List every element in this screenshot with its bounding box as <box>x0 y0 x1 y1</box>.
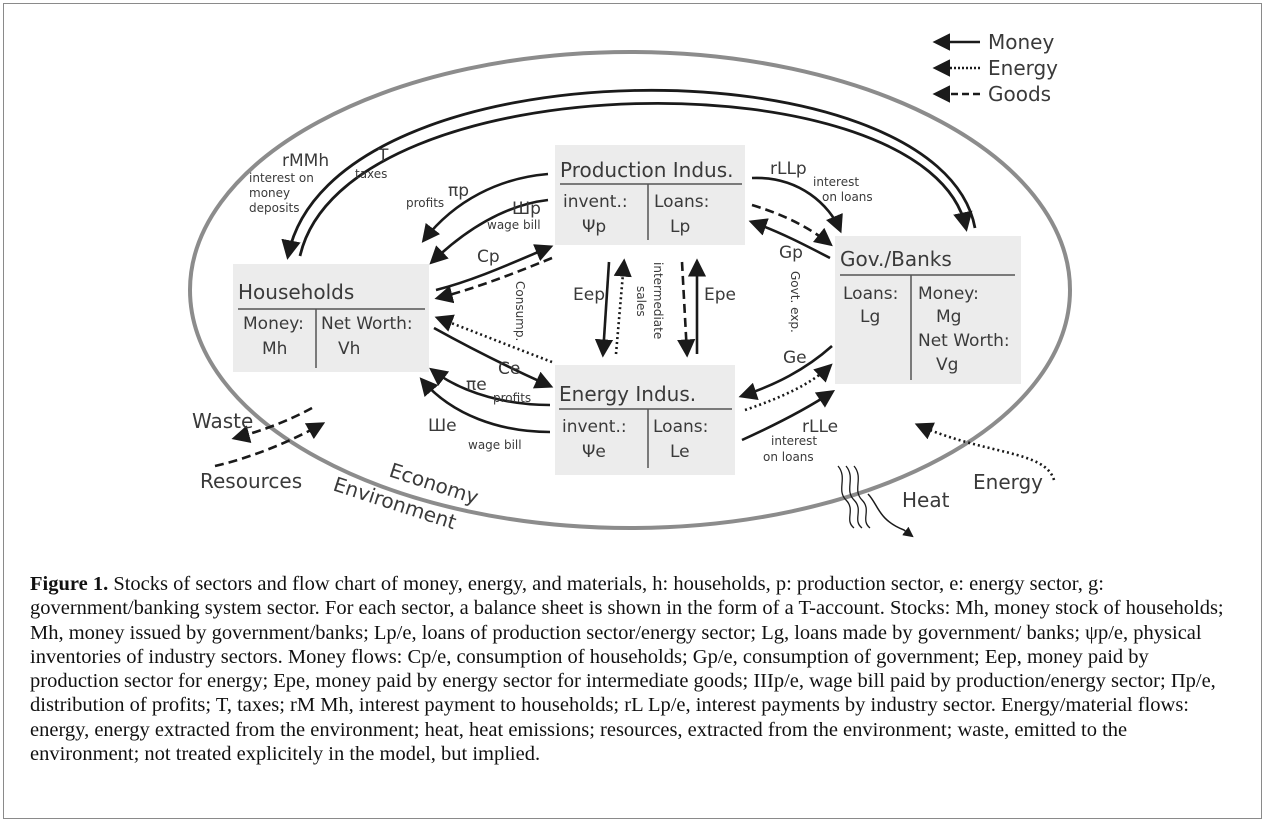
gov-title: Gov./Banks <box>840 247 952 271</box>
caption-text: Stocks of sectors and flow chart of mone… <box>30 573 1224 766</box>
arrow-energy-to-gov <box>744 363 833 412</box>
households-money-header: Money: <box>243 314 304 334</box>
energy-inventory-value: Ψe <box>582 442 606 462</box>
arrow-profits-p <box>421 172 549 243</box>
flow-govt-exp: Govt. exp. <box>788 271 802 333</box>
arrow-G-p <box>748 218 831 260</box>
flow-E-ep: Eep <box>573 285 605 305</box>
flow-intermediate-line1: intermediate <box>651 262 665 339</box>
gov-loans-value: Lg <box>860 307 880 327</box>
flow-interest-deposits-line3: deposits <box>249 201 300 215</box>
arrow-resources <box>214 422 326 468</box>
figure-caption: Figure 1. Stocks of sectors and flow cha… <box>30 572 1235 766</box>
energy-inventory-header: invent.: <box>562 417 627 437</box>
arrow-E-ep <box>594 261 614 358</box>
energy-sector-box: Energy Indus. invent.: Ψe Loans: Le <box>555 365 735 475</box>
flow-E-pe: Epe <box>704 285 736 305</box>
env-waste: Waste <box>192 409 253 433</box>
arrow-taxes <box>298 101 973 257</box>
flow-consump: Consump. <box>513 281 527 341</box>
flow-interest-deposits-line1: interest on <box>249 171 314 185</box>
production-loans-value: Lp <box>670 217 690 237</box>
flow-C-e: Ce <box>498 359 520 379</box>
energy-title: Energy Indus. <box>559 382 696 406</box>
flow-rLLe: rLLe <box>802 417 838 437</box>
arrow-wage-bill-p <box>429 198 549 265</box>
gov-networth-header: Net Worth: <box>918 331 1010 351</box>
production-inventory-value: Ψp <box>582 217 606 237</box>
flow-taxes: taxes <box>355 167 387 181</box>
gov-money-header: Money: <box>918 284 979 304</box>
flow-rLLp: rLLp <box>770 159 807 179</box>
flow-profits-e: profits <box>493 391 531 405</box>
legend: Money Energy Goods <box>932 30 1058 106</box>
arrow-interest-deposits <box>281 89 977 260</box>
env-heat: Heat <box>902 488 950 512</box>
env-energy: Energy <box>973 470 1043 494</box>
arrow-consumption-e <box>433 326 554 389</box>
flow-T: T <box>377 146 389 166</box>
legend-goods-label: Goods <box>988 82 1051 106</box>
arrow-energy-from-environment <box>914 422 1056 481</box>
arrow-G-e <box>738 345 833 401</box>
flow-G-e: Ge <box>783 348 807 368</box>
arrow-wage-bill-e <box>419 377 551 434</box>
gov-loans-header: Loans: <box>843 284 898 304</box>
arrow-interest-loans-e <box>741 389 836 442</box>
economy-flow-diagram: Money Energy Goods Production Indus. inv… <box>188 30 1072 538</box>
arrow-interest-loans-p <box>751 176 843 234</box>
flow-pi-e: πe <box>466 375 487 395</box>
households-networth-header: Net Worth: <box>321 314 413 334</box>
households-networth-value: Vh <box>338 339 360 359</box>
households-sector-box: Households Money: Mh Net Worth: Vh <box>233 264 429 372</box>
flow-interest-loans-e-line1: interest <box>771 434 817 448</box>
arrow-intermediate-goods <box>677 261 696 358</box>
heat-arrow <box>837 465 914 538</box>
env-resources: Resources <box>200 469 302 493</box>
economy-boundary-ellipse <box>188 50 1072 530</box>
flow-interest-loans-p-line1: interest <box>813 175 859 189</box>
households-title: Households <box>238 280 354 304</box>
flow-G-p: Gp <box>779 243 803 263</box>
flow-intermediate-line2: sales <box>634 286 648 317</box>
flow-sha-p: Шp <box>512 199 541 219</box>
flow-pi-p: πp <box>448 181 469 201</box>
energy-loans-header: Loans: <box>653 417 708 437</box>
households-money-value: Mh <box>262 339 287 359</box>
legend-money-label: Money <box>988 30 1054 54</box>
flow-profits-p: profits <box>406 196 444 210</box>
arrow-waste <box>231 406 313 444</box>
flow-interest-loans-e-line2: on loans <box>763 450 814 464</box>
energy-loans-value: Le <box>670 442 690 462</box>
flow-rMMh: rMMh <box>282 151 329 171</box>
legend-energy-label: Energy <box>988 56 1058 80</box>
flow-interest-loans-p-line2: on loans <box>822 190 873 204</box>
gov-money-value: Mg <box>936 307 961 327</box>
arrow-goods-to-gov <box>751 203 833 247</box>
production-sector-box: Production Indus. invent.: Ψp Loans: Lp <box>555 145 745 245</box>
flow-interest-deposits-line2: money <box>249 186 290 200</box>
caption-label: Figure 1. <box>30 573 109 595</box>
arrow-profits-e <box>429 367 551 407</box>
flow-sha-e: Шe <box>428 416 457 436</box>
production-title: Production Indus. <box>560 158 734 182</box>
gov-networth-value: Vg <box>936 355 958 375</box>
arrow-energy-to-production <box>613 258 632 355</box>
flow-wage-bill-p: wage bill <box>487 218 541 232</box>
gov-banks-sector-box: Gov./Banks Loans: Lg Money: Mg Net Worth… <box>835 236 1021 384</box>
arrow-energy-to-households <box>434 314 553 364</box>
arrow-goods-to-households <box>434 256 553 304</box>
flow-wage-bill-e: wage bill <box>468 438 522 452</box>
production-loans-header: Loans: <box>654 192 709 212</box>
production-inventory-header: invent.: <box>563 192 628 212</box>
flow-C-p: Cp <box>477 247 500 267</box>
